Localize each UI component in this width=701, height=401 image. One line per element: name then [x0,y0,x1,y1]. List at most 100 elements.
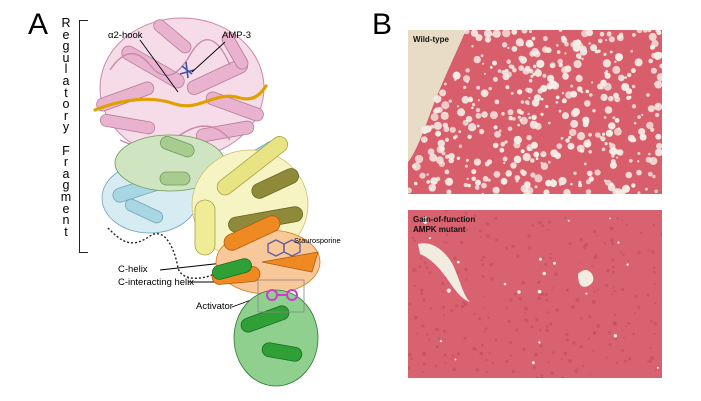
nucleus-speck [649,347,652,350]
nucleus-speck [546,229,549,231]
lipid-vacuole [536,59,545,68]
small-vacuole [517,290,521,294]
lipid-vacuole [426,180,430,184]
lipid-vacuole [624,76,627,79]
nucleus-speck [408,302,412,306]
nucleus-speck [425,266,429,270]
nucleus-speck [607,331,612,335]
nucleus-speck [422,351,427,356]
lipid-vacuole [595,132,601,138]
nucleus-speck [660,233,662,237]
lipid-vacuole [481,182,487,189]
nucleus-speck [441,281,445,286]
lipid-vacuole [648,32,657,41]
lipid-vacuole [505,85,510,90]
nucleus-speck [437,337,441,340]
lipid-vacuole [605,39,608,42]
lipid-vacuole [592,109,596,113]
lipid-vacuole [501,42,508,48]
lipid-vacuole [534,185,538,189]
nucleus-speck [636,250,641,255]
lipid-vacuole [637,115,641,119]
lipid-vacuole [587,170,593,177]
nucleus-speck [442,314,445,317]
lipid-vacuole [543,189,550,194]
lipid-vacuole [583,162,587,166]
nucleus-speck [474,348,477,351]
side-label-letter: m [60,189,72,204]
nucleus-speck [627,321,630,325]
nucleus-speck [597,289,599,292]
small-vacuole [423,216,427,220]
lipid-vacuole [647,30,652,33]
lipid-vacuole [502,73,510,81]
lipid-vacuole [585,189,592,194]
nucleus-speck [473,312,476,315]
staurosporine-ligand [267,239,301,257]
lipid-vacuole [497,69,502,73]
nucleus-speck [485,358,488,362]
nucleus-speck [647,249,650,252]
lipid-vacuole [440,111,449,120]
lipid-vacuole [600,93,608,101]
nucleus-speck [456,352,460,356]
nucleus-speck [606,356,608,359]
nucleus-speck [650,356,655,361]
side-label-letter: a [62,166,70,181]
lipid-vacuole [493,125,498,130]
nucleus-speck [544,293,548,297]
lipid-vacuole [598,38,603,44]
lipid-vacuole [527,112,530,116]
nucleus-speck [624,359,627,363]
lipid-vacuole [588,42,591,45]
nucleus-speck [540,376,544,378]
nucleus-speck [591,265,594,267]
side-label-letter: u [62,50,70,65]
lipid-vacuole [556,50,561,54]
panel-b-letter: B [372,8,393,41]
lipid-vacuole [549,62,556,69]
lipid-vacuole [614,60,617,63]
lipid-vacuole [542,73,547,78]
nucleus-speck [434,327,439,332]
nucleus-speck [615,361,618,364]
lipid-vacuole [506,59,511,64]
lipid-vacuole [520,100,525,104]
lipid-vacuole [608,36,615,43]
lipid-vacuole [446,189,452,194]
lipid-vacuole [547,160,551,164]
lipid-vacuole [631,104,637,109]
nucleus-speck [444,210,448,213]
lipid-vacuole [583,139,592,148]
lipid-vacuole [439,145,445,152]
nucleus-speck [528,246,532,250]
nucleus-speck [632,332,635,336]
nucleus-speck [484,327,488,331]
nucleus-speck [479,351,484,356]
lipid-vacuole [475,179,481,186]
lipid-vacuole [555,95,560,100]
lipid-vacuole [414,154,424,164]
lipid-vacuole [466,177,469,181]
lipid-vacuole [429,153,438,162]
lipid-vacuole [435,176,441,182]
lipid-vacuole [608,95,614,102]
lipid-vacuole [558,30,563,32]
nucleus-speck [487,316,490,319]
lipid-vacuole [529,30,532,33]
lipid-vacuole [483,30,493,38]
lipid-vacuole [657,30,661,34]
nucleus-speck [610,238,614,243]
lipid-vacuole [522,153,531,162]
lipid-vacuole [444,154,450,159]
lipid-vacuole [481,111,488,118]
nucleus-speck [561,376,564,378]
lipid-vacuole [631,84,636,89]
lipid-vacuole [561,66,569,74]
lipid-vacuole [647,171,653,177]
lipid-vacuole [600,136,606,142]
nucleus-speck [591,299,596,304]
lipid-vacuole [654,80,662,89]
lipid-vacuole [637,191,641,194]
lipid-vacuole [471,106,474,110]
